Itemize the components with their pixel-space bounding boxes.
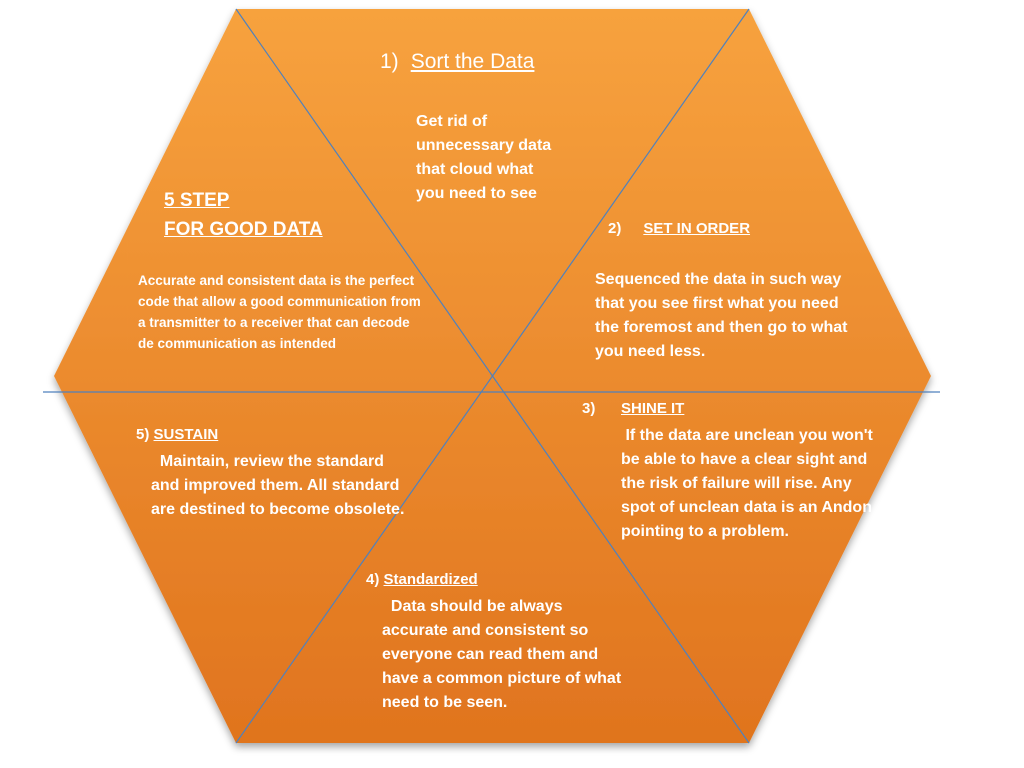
title-line-1: 5 STEP [164,190,230,211]
step-1-text: Get rid of unnecessary data that cloud w… [416,113,552,202]
step-5-number: 5) [136,426,150,443]
step-3-text-content: If the data are unclean you won't be abl… [621,427,873,540]
step-4-text-content: Data should be always accurate and consi… [382,598,622,711]
divider-line-diagonal-right [235,8,750,744]
step-2-label: SET IN ORDER [643,220,751,237]
step-1-number: 1) [380,50,399,73]
step-3-number: 3) [582,400,596,417]
step-5-label: SUSTAIN [153,426,219,443]
step-3-label: SHINE IT [621,400,685,417]
step-2-text: Sequenced the data in such way that you … [595,271,848,360]
title-line-2: FOR GOOD DATA [164,219,323,240]
step-1-heading: 1) Sort the Data [380,50,534,74]
intro-text: Accurate and consistent data is the perf… [138,273,421,351]
step-2-number: 2) [608,220,622,237]
step-4-heading: 4) Standardized [366,571,478,588]
step-5-heading: 5) SUSTAIN [136,426,218,443]
step-5-text: Maintain, review the standard and improv… [151,450,413,522]
step-3-text: If the data are unclean you won't be abl… [621,424,883,544]
step-5-text-content: Maintain, review the standard and improv… [151,453,405,518]
step-4-text: Data should be always accurate and consi… [382,595,627,715]
diagram-title: 5 STEP FOR GOOD DATA [164,186,323,244]
step-1-label: Sort the Data [410,50,535,73]
step-4-number: 4) [366,571,380,588]
step-2-heading: 2) SET IN ORDER [608,220,750,237]
step-4-label: Standardized [383,571,478,588]
